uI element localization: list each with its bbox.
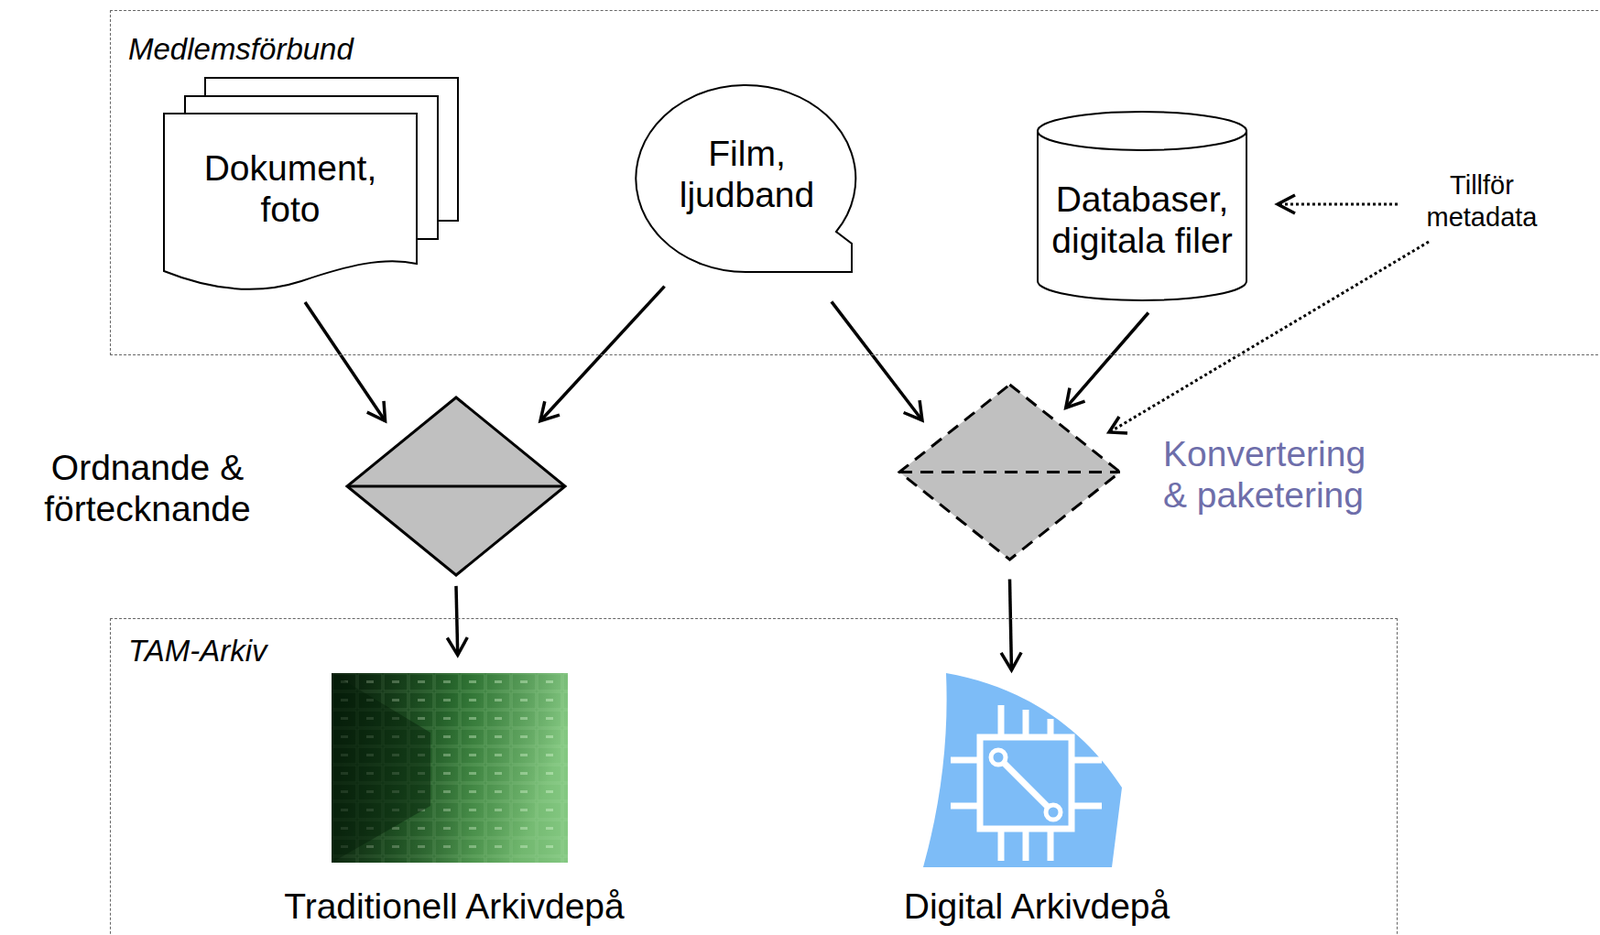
arrowhead — [1066, 388, 1086, 409]
process-node: Databaser, digitala filer — [1036, 110, 1248, 302]
group-region: TAM-ArkivTraditionell Arkivdepå Digital A… — [109, 618, 1398, 935]
flow-arrow — [1066, 312, 1149, 408]
process-node: Ordnande & förtecknande — [10, 395, 567, 577]
connector-line — [831, 301, 923, 421]
flow-arrow — [446, 586, 468, 655]
arrowhead — [367, 401, 386, 422]
archive-node: Traditionell Arkivdepå — [275, 674, 633, 931]
note-label: Tillför metadata — [1404, 169, 1560, 234]
node-label: Film, ljudband — [663, 133, 831, 217]
archive-node: Digital Arkivdepå — [858, 674, 1216, 931]
node-label: Dokument, foto — [189, 148, 392, 231]
node-label: Traditionell Arkivdepå — [275, 886, 633, 928]
process-node: Film, ljudband — [635, 82, 859, 275]
arrowhead — [540, 401, 560, 421]
region-label: Medlemsförbund — [128, 32, 678, 67]
decision-diamond — [345, 395, 567, 577]
flow-arrow — [1001, 579, 1022, 671]
arrowhead — [903, 400, 923, 421]
node-label: Konvertering & paketering — [1163, 434, 1391, 517]
node-label: Databaser, digitala filer — [1045, 179, 1239, 262]
flow-arrow — [831, 301, 923, 421]
process-node: Dokument, foto — [163, 77, 458, 287]
arrowhead — [446, 637, 468, 655]
decision-diamond — [897, 382, 1122, 562]
connector-line — [1066, 312, 1149, 408]
process-node: Konvertering & paketering — [897, 382, 1411, 562]
flow-arrow — [304, 302, 385, 422]
digital-archive-icon — [923, 673, 1122, 868]
picture-frame — [924, 674, 1123, 869]
picture-frame — [332, 674, 569, 864]
region-label: TAM-Arkiv — [128, 633, 678, 669]
node-label: Digital Arkivdepå — [858, 886, 1216, 928]
node-label: Ordnande & förtecknande — [19, 447, 276, 531]
flow-arrow — [540, 286, 665, 422]
arrowhead — [1001, 652, 1022, 670]
connector-line — [304, 302, 385, 422]
connector-line — [456, 586, 458, 655]
connector-line — [1010, 579, 1013, 671]
group-region: MedlemsförbundDokument, foto Film, ljudba… — [109, 10, 1600, 356]
connector-line — [540, 286, 665, 422]
archive-shelves-picture — [331, 673, 568, 863]
